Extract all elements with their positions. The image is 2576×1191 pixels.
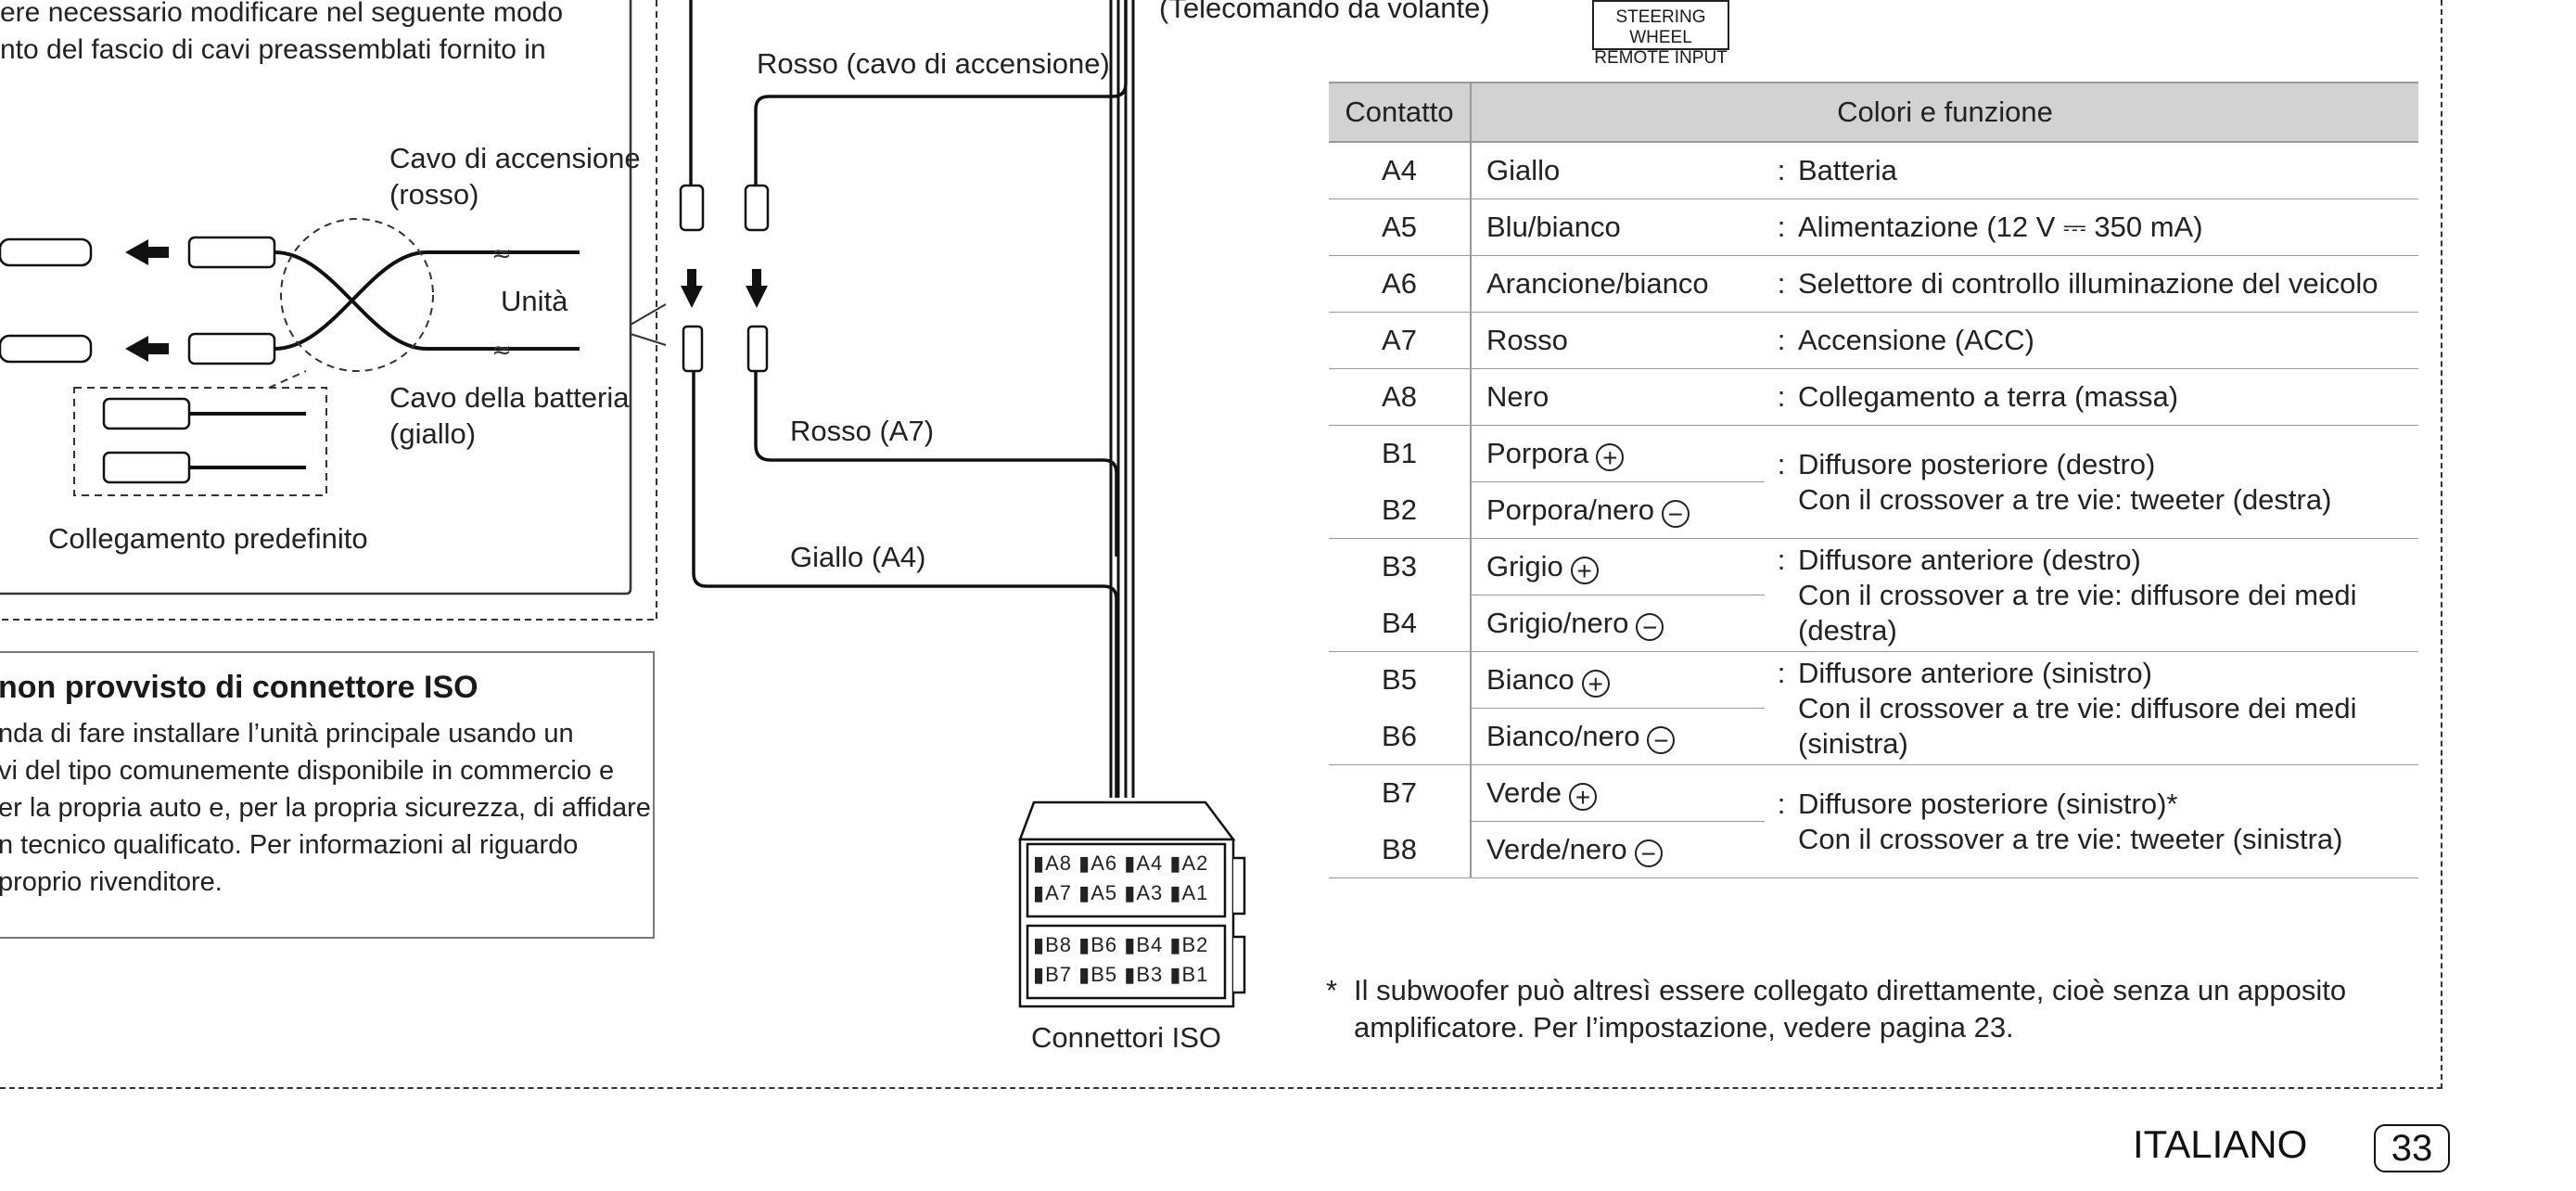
pin-cell: A8 bbox=[1329, 368, 1472, 426]
minus-icon: − bbox=[1636, 612, 1664, 641]
pin-cell: B8 bbox=[1329, 821, 1472, 878]
function-cell: :Accensione (ACC) bbox=[1765, 312, 2418, 369]
iso-row-a-top: ▮A8 ▮A6 ▮A4 ▮A2 bbox=[1033, 852, 1209, 875]
pin-cell: B5 bbox=[1329, 651, 1472, 709]
plus-icon: + bbox=[1596, 442, 1625, 471]
table-row: A8 Nero :Collegamento a terra (massa) bbox=[1329, 368, 2418, 426]
color-cell: Bianco+ bbox=[1471, 651, 1765, 709]
pin-cell: A6 bbox=[1329, 255, 1472, 313]
footnote-marker: * bbox=[1326, 974, 1338, 1006]
color-cell: Verde/nero− bbox=[1471, 821, 1765, 878]
color-cell: Porpora+ bbox=[1471, 425, 1765, 482]
steering-remote-input-box: STEERING WHEEL REMOTE INPUT bbox=[1592, 0, 1729, 68]
function-cell: :Batteria bbox=[1765, 142, 2418, 199]
minus-icon: − bbox=[1661, 499, 1690, 528]
color-cell: Bianco/nero− bbox=[1471, 708, 1765, 765]
color-cell: Verde+ bbox=[1471, 764, 1765, 822]
pin-cell: B2 bbox=[1329, 481, 1472, 539]
function-cell: :Collegamento a terra (massa) bbox=[1765, 368, 2418, 426]
pin-function-table: Contatto Colori e funzione A4 Giallo :Ba… bbox=[1329, 82, 2418, 878]
footer-language: ITALIANO bbox=[2133, 1122, 2308, 1166]
function-cell: :Diffusore posteriore (sinistro)* Con il… bbox=[1765, 764, 2418, 878]
notice-title: non provvisto di connettore ISO bbox=[0, 670, 478, 705]
table-row: B6 Bianco/nero− bbox=[1329, 708, 2418, 765]
iso-connector-shape bbox=[1018, 800, 1246, 1008]
plus-icon: + bbox=[1581, 669, 1610, 698]
function-cell: :Diffusore posteriore (destro) Con il cr… bbox=[1765, 425, 2418, 539]
table-row: B3 Grigio+ :Diffusore anteriore (destro)… bbox=[1329, 538, 2418, 652]
label-unita: Unità bbox=[501, 285, 568, 317]
label-cavo-batteria: Cavo della batteria (giallo) bbox=[389, 381, 630, 450]
footnote-text: Il subwoofer può altresì essere collegat… bbox=[1354, 974, 2347, 1044]
label-rosso-accensione: Rosso (cavo di accensione) bbox=[757, 47, 1110, 80]
iso-row-b-top: ▮B8 ▮B6 ▮B4 ▮B2 bbox=[1033, 933, 1209, 956]
table-row: B7 Verde+ :Diffusore posteriore (sinistr… bbox=[1329, 764, 2418, 878]
function-cell: :Diffusore anteriore (sinistro) Con il c… bbox=[1765, 651, 2418, 765]
table-header-contact: Contatto bbox=[1329, 82, 1472, 143]
table-row: B5 Bianco+ :Diffusore anteriore (sinistr… bbox=[1329, 651, 2418, 765]
function-cell: :Diffusore anteriore (destro) Con il cro… bbox=[1765, 538, 2418, 652]
pin-cell: A7 bbox=[1329, 312, 1472, 369]
label-cavo-accensione: Cavo di accensione (rosso) bbox=[389, 142, 641, 211]
pin-cell: B4 bbox=[1329, 595, 1472, 652]
function-cell: :Alimentazione (12 V ⎓ 350 mA) bbox=[1765, 198, 2418, 256]
notice-box: non provvisto di connettore ISO nda di f… bbox=[0, 651, 655, 939]
color-cell: Blu/bianco bbox=[1471, 198, 1765, 256]
iso-row-a-bottom: ▮A7 ▮A5 ▮A3 ▮A1 bbox=[1033, 881, 1209, 904]
table-row: A6 Arancione/bianco :Selettore di contro… bbox=[1329, 255, 2418, 313]
color-cell: Grigio/nero− bbox=[1471, 595, 1765, 652]
svg-text:≈: ≈ bbox=[491, 337, 512, 365]
color-cell: Giallo bbox=[1471, 142, 1765, 199]
color-cell: Nero bbox=[1471, 368, 1765, 426]
table-row: B8 Verde/nero− bbox=[1329, 821, 2418, 878]
pin-cell: B6 bbox=[1329, 708, 1472, 765]
color-cell: Porpora/nero− bbox=[1471, 481, 1765, 539]
table-row: A5 Blu/bianco :Alimentazione (12 V ⎓ 350… bbox=[1329, 198, 2418, 256]
color-cell: Rosso bbox=[1471, 312, 1765, 369]
terminal-icons bbox=[0, 236, 276, 484]
pin-cell: A5 bbox=[1329, 198, 1472, 256]
color-cell: Grigio+ bbox=[1471, 538, 1765, 596]
pin-cell: B7 bbox=[1329, 764, 1472, 822]
table-row: B2 Porpora/nero− bbox=[1329, 481, 2418, 539]
color-cell: Arancione/bianco bbox=[1471, 255, 1765, 313]
label-telecomando: (Telecomando da volante) bbox=[1159, 0, 1490, 24]
minus-icon: − bbox=[1647, 725, 1676, 754]
pin-cell: B1 bbox=[1329, 425, 1472, 482]
label-rosso-a7: Rosso (A7) bbox=[790, 415, 935, 447]
plus-icon: + bbox=[1570, 556, 1599, 584]
label-connettori-iso: Connettori ISO bbox=[1031, 1021, 1222, 1054]
pin-cell: B3 bbox=[1329, 538, 1472, 596]
intro-text: ere necessario modificare nel seguente m… bbox=[0, 0, 564, 65]
function-cell: :Selettore di controllo illuminazione de… bbox=[1765, 255, 2418, 313]
plus-icon: + bbox=[1569, 782, 1598, 811]
table-row: A7 Rosso :Accensione (ACC) bbox=[1329, 312, 2418, 369]
footnote: * Il subwoofer può altresì essere colleg… bbox=[1326, 972, 2392, 1046]
page-number: 33 bbox=[2374, 1124, 2450, 1172]
label-giallo-a4: Giallo (A4) bbox=[790, 541, 926, 573]
table-row: B4 Grigio/nero− bbox=[1329, 595, 2418, 652]
pin-cell: A4 bbox=[1329, 142, 1472, 199]
table-row: A4 Giallo :Batteria bbox=[1329, 142, 2418, 199]
table-header-function: Colori e funzione bbox=[1471, 82, 2418, 143]
table-row: B1 Porpora+ :Diffusore posteriore (destr… bbox=[1329, 425, 2418, 539]
svg-text:≈: ≈ bbox=[491, 240, 512, 268]
notice-body: nda di fare installare l’unità principal… bbox=[0, 719, 651, 897]
page-dashed-frame bbox=[0, 0, 2442, 1089]
label-collegamento-predefinito: Collegamento predefinito bbox=[48, 522, 368, 555]
minus-icon: − bbox=[1634, 839, 1663, 867]
iso-row-b-bottom: ▮B7 ▮B5 ▮B3 ▮B1 bbox=[1033, 963, 1209, 986]
